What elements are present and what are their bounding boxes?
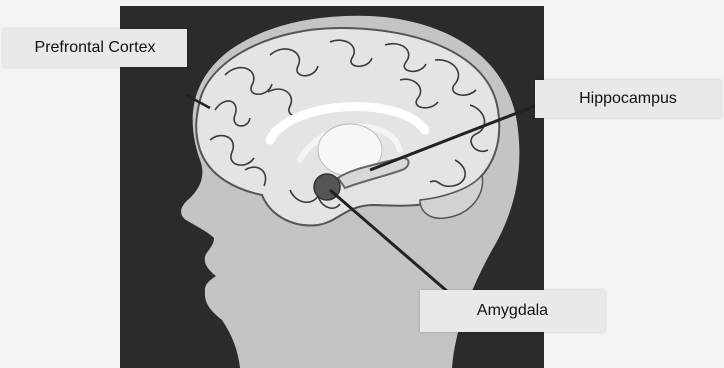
- label-amygdala: Amygdala: [420, 290, 605, 332]
- label-hippocampus: Hippocampus: [535, 80, 721, 118]
- label-prefrontal-cortex: Prefrontal Cortex: [3, 29, 187, 67]
